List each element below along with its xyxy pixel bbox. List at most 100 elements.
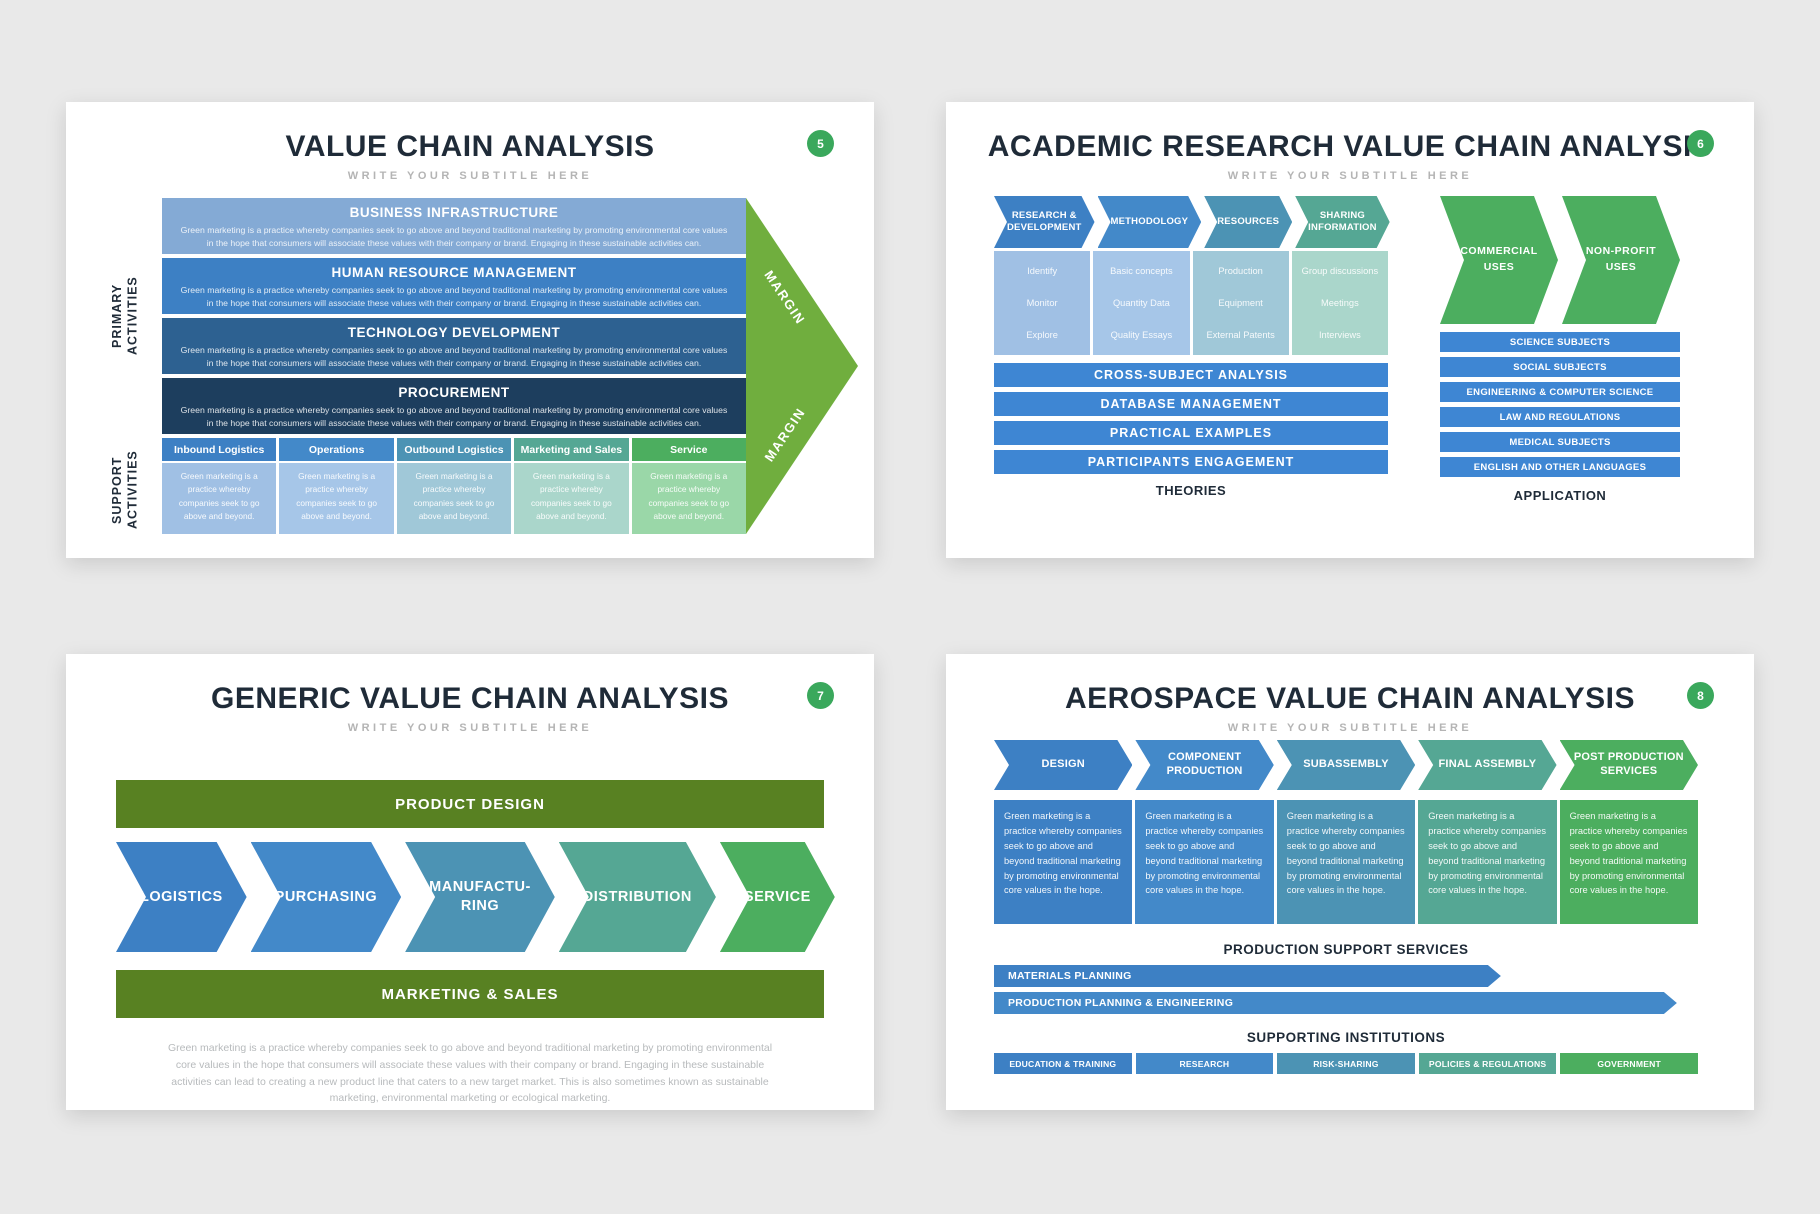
- stage-logistics: LOGISTICS: [116, 842, 247, 952]
- stage-component-production: COMPONENT PRODUCTION: [1135, 740, 1273, 790]
- column-header: Marketing and Sales: [514, 438, 629, 461]
- stage-distribution: DISTRIBUTION: [559, 842, 716, 952]
- column-header: Inbound Logistics: [162, 438, 277, 461]
- row-title: BUSINESS INFRASTRUCTURE: [349, 205, 559, 220]
- slide-number-badge: 6: [1687, 130, 1714, 157]
- institution-government: GOVERNMENT: [1560, 1053, 1698, 1074]
- stage-methodology: METHODOLOGY: [1098, 196, 1202, 248]
- column-service: Service Green marketing is a practice wh…: [631, 438, 746, 534]
- column-item: Equipment: [1218, 298, 1263, 308]
- institution-policies-regulations: POLICIES & REGULATIONS: [1418, 1053, 1557, 1074]
- column-resources-items: Production Equipment External Patents: [1192, 251, 1289, 355]
- margin-arrow: MARGIN MARGIN: [746, 198, 858, 534]
- application-bar-medical: MEDICAL SUBJECTS: [1440, 432, 1680, 452]
- slide-title: GENERIC VALUE CHAIN ANALYSIS: [211, 682, 729, 715]
- theory-bar-practical: PRACTICAL EXAMPLES: [994, 421, 1388, 445]
- column-item: Group discussions: [1301, 266, 1379, 276]
- institution-education-training: EDUCATION & TRAINING: [994, 1053, 1132, 1074]
- generic-diagram: PRODUCT DESIGN LOGISTICS PURCHASING MANU…: [116, 780, 824, 1107]
- application-bar-engineering: ENGINEERING & COMPUTER SCIENCE: [1440, 382, 1680, 402]
- materials-planning-bar: MATERIALS PLANNING: [994, 965, 1501, 987]
- slide-subtitle: WRITE YOUR SUBTITLE HERE: [347, 170, 593, 182]
- row-human-resource-management: HUMAN RESOURCE MANAGEMENT Green marketin…: [162, 258, 746, 314]
- column-sharing-items: Group discussions Meetings Interviews: [1291, 251, 1388, 355]
- stage-description: Green marketing is a practice whereby co…: [994, 800, 1133, 924]
- chevron-label: COMMERCIAL USES: [1460, 245, 1538, 273]
- row-title: TECHNOLOGY DEVELOPMENT: [347, 325, 561, 340]
- stage-purchasing: PURCHASING: [251, 842, 401, 952]
- row-procurement: PROCUREMENT Green marketing is a practic…: [162, 378, 746, 434]
- column-body-text: Green marketing is a practice whereby co…: [396, 463, 512, 534]
- theory-bar-participants: PARTICIPANTS ENGAGEMENT: [994, 450, 1388, 474]
- stage-service: SERVICE: [720, 842, 835, 952]
- academic-diagram: RESEARCH & DEVELOPMENT METHODOLOGY RESOU…: [994, 196, 1680, 503]
- stage-description: Green marketing is a practice whereby co…: [1559, 800, 1698, 924]
- column-item: Interviews: [1318, 330, 1361, 340]
- margin-label: MARGIN: [761, 404, 809, 465]
- column-body-text: Green marketing is a practice whereby co…: [631, 463, 746, 534]
- column-operations: Operations Green marketing is a practice…: [279, 438, 394, 534]
- column-inbound-logistics: Inbound Logistics Green marketing is a p…: [162, 438, 277, 534]
- column-item: Meetings: [1321, 298, 1359, 308]
- column-item: External Patents: [1206, 330, 1275, 340]
- row-business-infrastructure: BUSINESS INFRASTRUCTURE Green marketing …: [162, 198, 746, 254]
- column-research-items: Identify Monitor Explore: [994, 251, 1091, 355]
- stage-final-assembly: FINAL ASSEMBLY: [1418, 740, 1556, 790]
- value-chain-diagram: PRIMARY ACTIVITIES SUPPORT ACTIVITIES BU…: [90, 198, 858, 538]
- value-chain-rows-and-columns: BUSINESS INFRASTRUCTURE Green marketing …: [162, 198, 746, 538]
- stage-description: Green marketing is a practice whereby co…: [1418, 800, 1557, 924]
- column-body-text: Green marketing is a practice whereby co…: [514, 463, 629, 534]
- support-activities-label: SUPPORT ACTIVITIES: [110, 450, 140, 530]
- column-header: Operations: [279, 438, 394, 461]
- commercial-uses-chevron: COMMERCIAL USES: [1440, 196, 1558, 324]
- theories-section: RESEARCH & DEVELOPMENT METHODOLOGY RESOU…: [994, 196, 1388, 503]
- slide-academic-research-value-chain[interactable]: 6 ACADEMIC RESEARCH VALUE CHAIN ANALYSIS…: [946, 102, 1754, 558]
- product-design-bar: PRODUCT DESIGN: [116, 780, 824, 828]
- stage-resources: RESOURCES: [1204, 196, 1292, 248]
- theory-bar-database: DATABASE MANAGEMENT: [994, 392, 1388, 416]
- primary-activities-label: PRIMARY ACTIVITIES: [110, 276, 140, 356]
- slide-subtitle: WRITE YOUR SUBTITLE HERE: [1227, 170, 1473, 182]
- margin-label: MARGIN: [761, 267, 809, 328]
- column-item: Identify: [1027, 266, 1058, 276]
- slide-subtitle: WRITE YOUR SUBTITLE HERE: [347, 722, 593, 734]
- application-caption: APPLICATION: [1513, 488, 1607, 503]
- application-bar-law: LAW AND REGULATIONS: [1440, 407, 1680, 427]
- stage-research-development: RESEARCH & DEVELOPMENT: [994, 196, 1095, 248]
- slide-generic-value-chain[interactable]: 7 GENERIC VALUE CHAIN ANALYSIS WRITE YOU…: [66, 654, 874, 1110]
- stage-post-production-services: POST PRODUCTION SERVICES: [1560, 740, 1698, 790]
- column-item: Quality Essays: [1110, 330, 1173, 340]
- stage-sharing-information: SHARING INFORMATION: [1295, 196, 1390, 248]
- slide-title: ACADEMIC RESEARCH VALUE CHAIN ANALYSIS: [987, 130, 1713, 163]
- activity-labels: PRIMARY ACTIVITIES SUPPORT ACTIVITIES: [90, 198, 162, 538]
- column-body-text: Green marketing is a practice whereby co…: [279, 463, 394, 534]
- column-marketing-and-sales: Marketing and Sales Green marketing is a…: [514, 438, 629, 534]
- column-outbound-logistics: Outbound Logistics Green marketing is a …: [396, 438, 512, 534]
- theories-caption: THEORIES: [1155, 483, 1227, 498]
- slide-subtitle: WRITE YOUR SUBTITLE HERE: [1227, 722, 1473, 734]
- institution-risk-sharing: RISK-SHARING: [1277, 1053, 1415, 1074]
- row-body-text: Green marketing is a practice whereby co…: [180, 405, 728, 429]
- slide-value-chain-analysis[interactable]: 5 VALUE CHAIN ANALYSIS WRITE YOUR SUBTIT…: [66, 102, 874, 558]
- theory-bar-cross-subject: CROSS-SUBJECT ANALYSIS: [994, 363, 1388, 387]
- column-item: Monitor: [1026, 298, 1058, 308]
- column-header: Outbound Logistics: [396, 438, 512, 461]
- column-item: Basic concepts: [1110, 266, 1173, 276]
- row-body-text: Green marketing is a practice whereby co…: [180, 225, 728, 249]
- row-technology-development: TECHNOLOGY DEVELOPMENT Green marketing i…: [162, 318, 746, 374]
- support-columns: Inbound Logistics Green marketing is a p…: [162, 438, 746, 534]
- stage-manufacturing: MANUFACTU-RING: [405, 842, 555, 952]
- row-body-text: Green marketing is a practice whereby co…: [180, 285, 728, 309]
- stage-description: Green marketing is a practice whereby co…: [1135, 800, 1274, 924]
- application-bar-english: ENGLISH AND OTHER LANGUAGES: [1440, 457, 1680, 477]
- slide-number-badge: 5: [807, 130, 834, 157]
- slide-title: AEROSPACE VALUE CHAIN ANALYSIS: [1064, 682, 1636, 715]
- column-body-text: Green marketing is a practice whereby co…: [162, 463, 277, 534]
- slide-aerospace-value-chain[interactable]: 8 AEROSPACE VALUE CHAIN ANALYSIS WRITE Y…: [946, 654, 1754, 1110]
- column-methodology-items: Basic concepts Quantity Data Quality Ess…: [1093, 251, 1190, 355]
- supporting-institutions-heading: SUPPORTING INSTITUTIONS: [1246, 1030, 1446, 1045]
- row-title: PROCUREMENT: [398, 385, 510, 400]
- column-item: Explore: [1026, 330, 1058, 340]
- aerospace-diagram: DESIGN COMPONENT PRODUCTION SUBASSEMBLY …: [994, 740, 1698, 1074]
